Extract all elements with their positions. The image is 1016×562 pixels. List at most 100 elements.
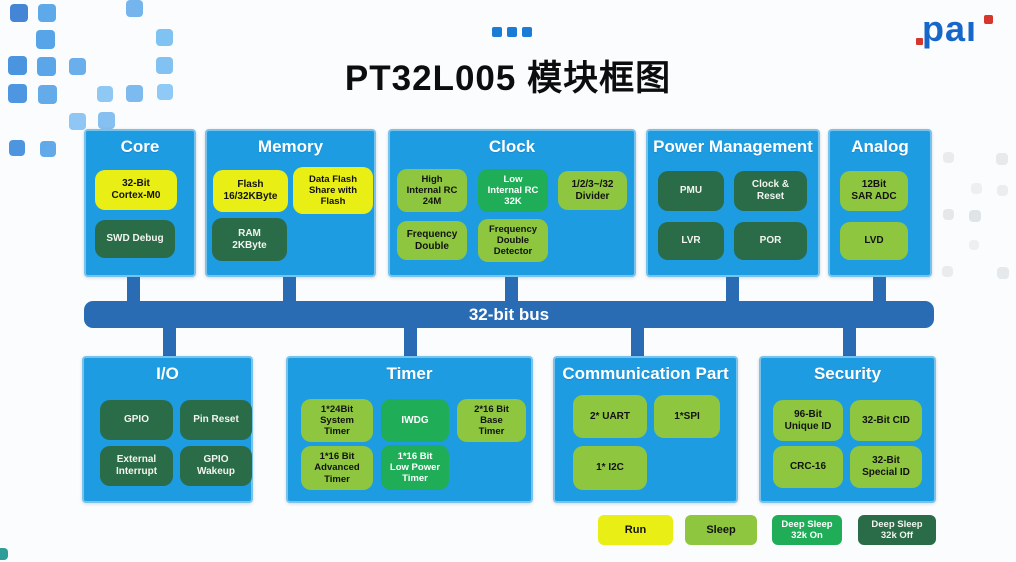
block-communication: Communication Part 2* UART 1*SPI 1* I2C [553,356,738,503]
chip-pin-reset: Pin Reset [180,400,252,440]
bus-32bit: 32-bit bus [84,301,934,328]
decor-square [156,57,173,74]
chip-lvr: LVR [658,222,724,260]
block-io: I/O GPIO Pin Reset External Interrupt GP… [82,356,253,503]
chip-spi: 1*SPI [654,395,720,438]
chip-cortex-m0: 32-Bit Cortex-M0 [95,170,177,210]
chip-divider: 1/2/3~/32 Divider [558,171,627,210]
brand-logo-text: paı [922,8,978,49]
chip-sar-adc: 12Bit SAR ADC [840,171,908,211]
block-memory-title: Memory [257,137,324,156]
decor-square [36,30,55,49]
block-clock-title: Clock [488,137,536,156]
chip-external-interrupt: External Interrupt [100,446,173,486]
legend-sleep: Sleep [685,515,757,545]
title-dots [492,27,532,37]
block-communication-title: Communication Part [562,364,729,383]
bus-connector-memory [283,277,296,302]
block-analog: Analog 12Bit SAR ADC LVD [828,129,932,277]
chip-cid: 32-Bit CID [850,400,922,441]
chip-flash: Flash 16/32KByte [213,170,288,212]
decor-square [997,267,1009,279]
chip-crc16: CRC-16 [773,446,843,488]
chip-swd-debug: SWD Debug [95,220,175,258]
decor-square [98,112,115,129]
block-core: Core 32-Bit Cortex-M0 SWD Debug [84,129,196,277]
chip-frequency-double-detector: Frequency Double Detector [478,219,548,262]
block-power-title: Power Management [653,137,813,156]
bus-connector-analog [873,277,886,302]
decor-square [943,209,954,220]
chip-system-timer: 1*24Bit System Timer [301,399,373,442]
decor-square [69,58,86,75]
legend-run: Run [598,515,673,545]
bus-connector-clock [505,277,518,302]
decor-square [943,152,954,163]
decor-square [40,141,56,157]
block-core-title: Core [120,137,160,156]
legend-deep-sleep-32k-on: Deep Sleep 32k On [772,515,842,545]
block-security: Security 96-Bit Unique ID 32-Bit CID CRC… [759,356,936,503]
chip-low-power-timer: 1*16 Bit Low Power Timer [381,445,449,490]
block-memory: Memory Flash 16/32KByte Data Flash Share… [205,129,376,277]
decor-square [37,57,56,76]
bus-connector-security [843,327,856,356]
chip-gpio-wakeup: GPIO Wakeup [180,446,252,486]
chip-i2c: 1* I2C [573,446,647,490]
block-security-title: Security [813,364,882,383]
legend-deep-sleep-32k-off: Deep Sleep 32k Off [858,515,936,545]
block-io-title: I/O [156,364,179,383]
bus-connector-power [726,277,739,302]
chip-ram: RAM 2KByte [212,218,287,261]
bus-connector-core [127,277,140,302]
title-dot [507,27,517,37]
chip-gpio: GPIO [100,400,173,440]
decor-square [157,84,173,100]
block-timer-title: Timer [386,364,433,383]
decor-square [8,56,27,75]
chip-clock-reset: Clock & Reset [734,171,807,211]
decor-square [969,210,981,222]
decor-square [69,113,86,130]
decor-square [0,548,8,560]
decor-square [997,185,1008,196]
decor-square [9,140,25,156]
chip-iwdg: IWDG [381,399,449,442]
brand-logo: paı [912,8,1008,60]
decor-square [156,29,173,46]
title-dot [492,27,502,37]
decor-square [38,85,57,104]
chip-uart: 2* UART [573,395,647,438]
decor-square [126,85,143,102]
chip-high-internal-rc: High Internal RC 24M [397,169,467,212]
chip-special-id: 32-Bit Special ID [850,446,922,488]
chip-pmu: PMU [658,171,724,211]
logo-red-dot-icon [984,15,993,24]
chip-frequency-double: Frequency Double [397,221,467,260]
block-power-management: Power Management PMU Clock & Reset LVR P… [646,129,820,277]
chip-advanced-timer: 1*16 Bit Advanced Timer [301,446,373,490]
chip-base-timer: 2*16 Bit Base Timer [457,399,526,442]
bus-connector-timer [404,327,417,356]
bus-connector-io [163,327,176,356]
bus-connector-comm [631,327,644,356]
page-title: PT32L005 模块框图 [344,59,672,98]
decor-square [10,4,28,22]
decor-square [126,0,143,17]
chip-low-internal-rc: Low Internal RC 32K [478,169,548,212]
block-clock: Clock High Internal RC 24M Low Internal … [388,129,636,277]
title-dot [522,27,532,37]
chip-lvd: LVD [840,222,908,260]
chip-unique-id: 96-Bit Unique ID [773,400,843,441]
decor-square [38,4,56,22]
decor-square [971,183,982,194]
decor-square [942,266,953,277]
bus-label: 32-bit bus [468,304,550,324]
decor-square [8,84,27,103]
chip-por: POR [734,222,807,260]
chip-data-flash: Data Flash Share with Flash [293,167,373,214]
decor-square [996,153,1008,165]
decor-square [97,86,113,102]
block-timer: Timer 1*24Bit System Timer IWDG 2*16 Bit… [286,356,533,503]
